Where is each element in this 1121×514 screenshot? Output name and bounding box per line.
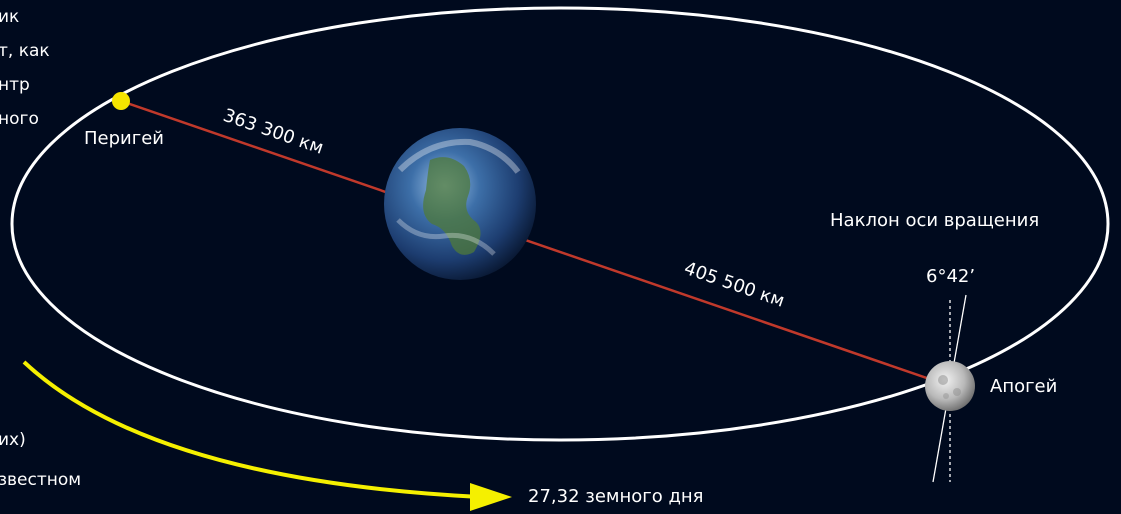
axis-tilt-label: Наклон оси вращения: [830, 210, 1039, 231]
earth: [384, 128, 536, 280]
perigee-marker: [112, 92, 130, 110]
distance-line: [120, 99, 951, 388]
orbit-direction-arrow: [22, 360, 481, 499]
left-text-line-6: звестном: [0, 470, 81, 490]
orbit-ellipse: [10, 6, 1110, 442]
perigee-distance-label: 363 300 км: [220, 105, 326, 159]
left-text-line-5: их): [0, 430, 26, 450]
left-text-line-1: ик: [0, 7, 19, 27]
left-text-line-3: нтр: [0, 75, 30, 95]
apogee-distance-label: 405 500 км: [681, 258, 787, 312]
left-text-line-4: ного: [0, 109, 39, 129]
moon: [925, 361, 975, 411]
orbital-period-label: 27,32 земного дня: [528, 486, 704, 507]
axis-tilt-value: 6°42’: [926, 266, 975, 287]
perigee-label: Перигей: [84, 128, 164, 149]
arrow-head: [470, 483, 512, 511]
left-text-line-2: т, как: [0, 41, 50, 61]
apogee-label: Апогей: [990, 376, 1057, 397]
